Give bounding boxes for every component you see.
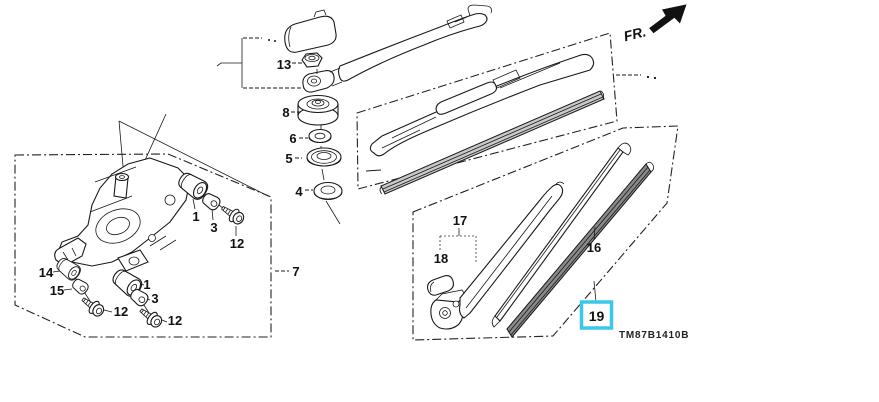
part-label-15[interactable]: 15 [50, 283, 64, 298]
leader-16 [593, 226, 596, 241]
part-label-3-upper[interactable]: 3 [210, 220, 217, 235]
selected-part-19[interactable]: 19 [579, 300, 614, 330]
blade-assembly-box [356, 32, 657, 190]
stack-leaders [291, 62, 313, 191]
fr-arrow-icon [649, 4, 687, 34]
part-label-4[interactable]: 4 [295, 184, 303, 199]
wiper-arm-drawing [329, 4, 492, 87]
part-label-5[interactable]: 5 [285, 151, 292, 166]
part-label-7[interactable]: 7 [292, 264, 299, 279]
part-label-18[interactable]: 18 [434, 251, 448, 266]
arm-cap-18-drawing [427, 275, 454, 296]
rear-arm-17-drawing [430, 181, 565, 330]
blade-assembly-drawing [369, 53, 605, 195]
arm-assembly-bracket [216, 37, 304, 89]
fastener-set-left [52, 254, 113, 320]
wiper-motor-drawing [54, 157, 191, 272]
fastener-set-center [108, 265, 168, 331]
part-label-13[interactable]: 13 [277, 57, 291, 72]
part-label-16[interactable]: 16 [587, 240, 601, 255]
part-label-8[interactable]: 8 [282, 105, 289, 120]
part-label-19[interactable]: 19 [589, 308, 605, 324]
pivot-washer-stack [297, 69, 343, 225]
part-label-1-upper[interactable]: 1 [192, 209, 199, 224]
part-labels: 13 8 6 5 4 7 1 3 12 14 15 12 1 3 12 17 1… [39, 57, 601, 328]
part-label-17[interactable]: 17 [453, 213, 467, 228]
arm-pivot-head-drawing [302, 70, 335, 93]
part-label-12-left[interactable]: 12 [114, 304, 128, 319]
fastener-set-upper [174, 168, 247, 236]
part-label-12-upper[interactable]: 12 [230, 236, 244, 251]
fr-direction: FR. [622, 4, 687, 44]
arm-cap-drawing [284, 9, 337, 53]
part-label-1-center[interactable]: 1 [143, 277, 150, 292]
blade-backbone-drawing [491, 142, 632, 328]
bracket-17 [439, 228, 477, 264]
part-label-6[interactable]: 6 [289, 131, 296, 146]
refill-kit-box [412, 125, 679, 341]
refill-rubber-drawing [506, 161, 655, 338]
part-19-highlight-box[interactable] [579, 300, 614, 330]
motor-assembly-box [14, 153, 272, 338]
fr-direction-label: FR. [622, 23, 648, 44]
diagram-code: TM87B1410B [619, 330, 689, 341]
nut-13-drawing [301, 52, 323, 68]
part-label-12-center[interactable]: 12 [168, 313, 182, 328]
part-label-3-center[interactable]: 3 [151, 291, 158, 306]
part-label-14[interactable]: 14 [39, 265, 54, 280]
leader-19 [593, 280, 597, 303]
